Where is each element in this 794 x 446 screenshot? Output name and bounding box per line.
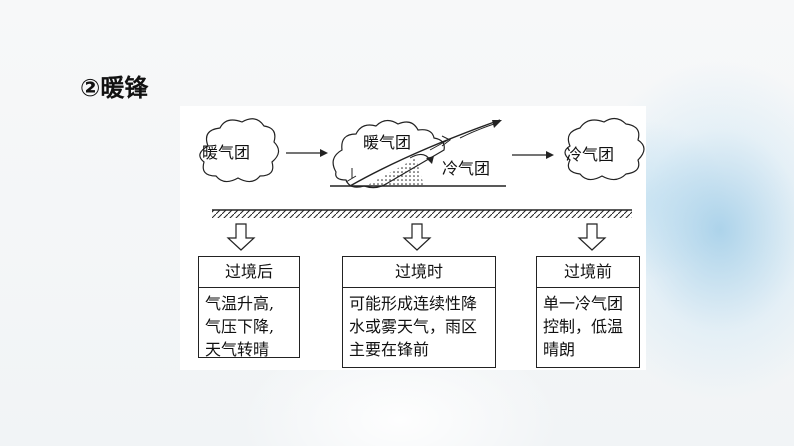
before-passage-line-3: 晴朗 xyxy=(543,340,576,359)
during-passage-line-3: 主要在锋前 xyxy=(349,340,430,359)
during-passage-line-1: 可能形成连续性降 xyxy=(349,294,478,313)
before-passage-line-2: 控制，低温 xyxy=(543,317,624,336)
diagram-drawing xyxy=(199,117,645,251)
front-surface xyxy=(349,119,501,187)
warm-front-diagram: 暖气团 暖气团 冷气团 冷气团 过境后 气温升高, 气压下降, 天气转晴 过境时… xyxy=(180,106,646,370)
front-cloud xyxy=(332,119,445,189)
warm-air-mass-label: 暖气团 xyxy=(202,143,251,162)
down-arrow-1 xyxy=(226,223,256,251)
front-cold-air-label: 冷气团 xyxy=(442,159,491,178)
arrow-right-1 xyxy=(286,149,328,157)
before-passage-line-1: 单一冷气团 xyxy=(543,294,624,313)
after-passage-box: 过境后 气温升高, 气压下降, 天气转晴 xyxy=(198,256,300,361)
after-passage-header: 过境后 xyxy=(199,257,299,288)
arrow-right-2 xyxy=(512,151,554,159)
down-arrow-2 xyxy=(402,223,432,251)
before-passage-header: 过境前 xyxy=(537,257,639,288)
during-passage-body: 可能形成连续性降 水或雾天气，雨区 主要在锋前 xyxy=(343,288,495,361)
during-passage-header: 过境时 xyxy=(343,257,495,288)
before-passage-box: 过境前 单一冷气团 控制，低温 晴朗 xyxy=(536,256,640,368)
during-passage-line-2: 水或雾天气，雨区 xyxy=(349,317,478,336)
front-illustration xyxy=(330,119,506,189)
down-arrow-3 xyxy=(577,223,607,251)
during-passage-box: 过境时 可能形成连续性降 水或雾天气，雨区 主要在锋前 xyxy=(342,256,496,368)
before-passage-body: 单一冷气团 控制，低温 晴朗 xyxy=(537,288,639,361)
cold-air-cloud-right xyxy=(564,117,645,181)
warm-air-cloud-left xyxy=(199,118,280,183)
section-title: ②暖锋 xyxy=(80,74,149,102)
ground-hatch xyxy=(212,210,632,218)
rain-area xyxy=(366,158,424,186)
front-warm-air-label: 暖气团 xyxy=(363,133,412,152)
after-passage-line-2: 气压下降, xyxy=(205,317,275,336)
after-passage-body: 气温升高, 气压下降, 天气转晴 xyxy=(199,288,299,361)
after-passage-line-1: 气温升高, xyxy=(205,294,275,313)
after-passage-line-3: 天气转晴 xyxy=(205,340,270,359)
cold-air-mass-label: 冷气团 xyxy=(566,145,615,164)
